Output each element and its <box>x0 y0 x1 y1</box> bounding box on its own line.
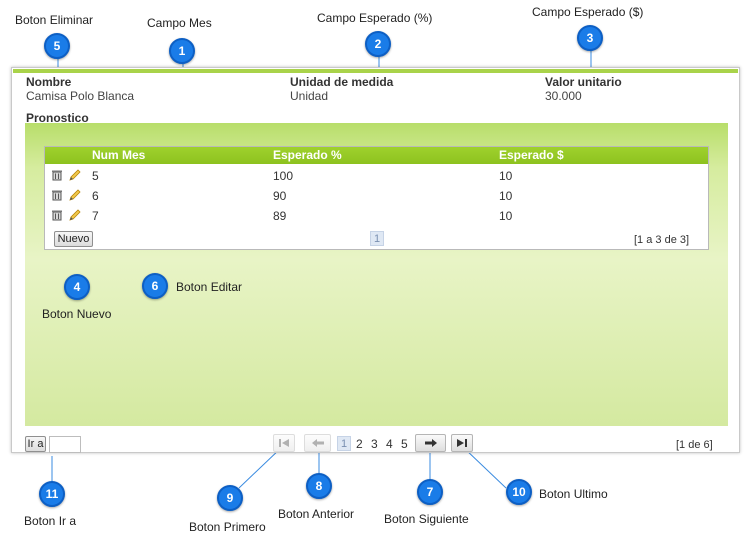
callout-label-boton-editar: Boton Editar <box>176 280 243 294</box>
first-page-icon <box>279 439 289 447</box>
callout-badge-2: 2 <box>365 31 391 57</box>
callout-label-boton-nuevo: Boton Nuevo <box>42 307 112 321</box>
arrow-right-icon <box>424 439 437 447</box>
unidad-label: Unidad de medida <box>290 75 394 89</box>
cell-num-mes: 6 <box>92 189 99 203</box>
table-header: Num Mes Esperado % Esperado $ <box>45 147 708 164</box>
callout-label-boton-ultimo: Boton Ultimo <box>539 487 608 501</box>
pager-page-link[interactable]: 5 <box>401 437 408 451</box>
pencil-icon[interactable] <box>69 169 81 181</box>
cell-num-mes: 5 <box>92 169 99 183</box>
callout-badge-10: 10 <box>506 479 532 505</box>
callout-badge-5: 5 <box>44 33 70 59</box>
header-num-mes[interactable]: Num Mes <box>92 148 146 162</box>
callout-badge-11: 11 <box>39 481 65 507</box>
cell-esperado-pct: 100 <box>273 169 294 183</box>
header-esperado-money[interactable]: Esperado $ <box>499 148 564 162</box>
trash-icon[interactable] <box>51 169 63 181</box>
arrow-left-icon <box>311 439 324 447</box>
callout-badge-9: 9 <box>217 485 243 511</box>
callout-label-campo-esperado-pct: Campo Esperado (%) <box>317 11 433 25</box>
nombre-label: Nombre <box>26 75 72 89</box>
valor-label: Valor unitario <box>545 75 622 89</box>
frame-top-bar <box>13 69 738 73</box>
pager-page-link[interactable]: 4 <box>386 437 393 451</box>
pencil-icon[interactable] <box>69 189 81 201</box>
pager-page-count: [1 de 6] <box>676 439 713 451</box>
cell-num-mes: 7 <box>92 209 99 223</box>
last-page-button[interactable] <box>451 434 473 452</box>
callout-badge-7: 7 <box>417 479 443 505</box>
cell-esperado-money: 10 <box>499 189 513 203</box>
table-page-current[interactable]: 1 <box>370 231 384 246</box>
trash-icon[interactable] <box>51 209 63 221</box>
callout-badge-1: 1 <box>169 38 195 64</box>
cell-esperado-pct: 90 <box>273 189 287 203</box>
goto-button[interactable]: Ir a <box>25 436 46 452</box>
callout-label-boton-siguiente: Boton Siguiente <box>384 512 469 526</box>
goto-input[interactable] <box>49 436 81 453</box>
callout-label-campo-mes: Campo Mes <box>147 16 212 30</box>
last-page-icon <box>457 439 467 447</box>
next-page-button[interactable] <box>415 434 446 452</box>
callout-label-boton-primero: Boton Primero <box>189 520 266 534</box>
pencil-icon[interactable] <box>69 209 81 221</box>
callout-label-boton-anterior: Boton Anterior <box>278 507 355 521</box>
table-record-count: [1 a 3 de 3] <box>634 234 690 246</box>
callout-badge-3: 3 <box>577 25 603 51</box>
trash-icon[interactable] <box>51 189 63 201</box>
nuevo-button[interactable]: Nuevo <box>54 231 93 247</box>
valor-value: 30.000 <box>545 89 582 103</box>
pronostico-title: Pronostico <box>26 111 89 125</box>
pager-bar <box>13 430 738 451</box>
callout-badge-4: 4 <box>64 274 90 300</box>
pronostico-table: Num Mes Esperado % Esperado $ 5 100 10 <box>44 146 709 250</box>
callout-label-boton-ir-a: Boton Ir a <box>24 514 77 528</box>
pager-page-link[interactable]: 3 <box>371 437 378 451</box>
pager-current-page[interactable]: 1 <box>337 436 351 451</box>
callout-badge-6: 6 <box>142 273 168 299</box>
pager-page-link[interactable]: 2 <box>356 437 363 451</box>
cell-esperado-money: 10 <box>499 169 513 183</box>
callout-label-boton-eliminar: Boton Eliminar <box>15 13 94 27</box>
header-esperado-pct[interactable]: Esperado % <box>273 148 342 162</box>
cell-esperado-money: 10 <box>499 209 513 223</box>
cell-esperado-pct: 89 <box>273 209 287 223</box>
nombre-value: Camisa Polo Blanca <box>26 89 135 103</box>
previous-page-button[interactable] <box>304 434 331 452</box>
callout-label-campo-esperado-money: Campo Esperado ($) <box>532 5 644 19</box>
callout-badge-8: 8 <box>306 473 332 499</box>
first-page-button[interactable] <box>273 434 295 452</box>
unidad-value: Unidad <box>290 89 329 103</box>
